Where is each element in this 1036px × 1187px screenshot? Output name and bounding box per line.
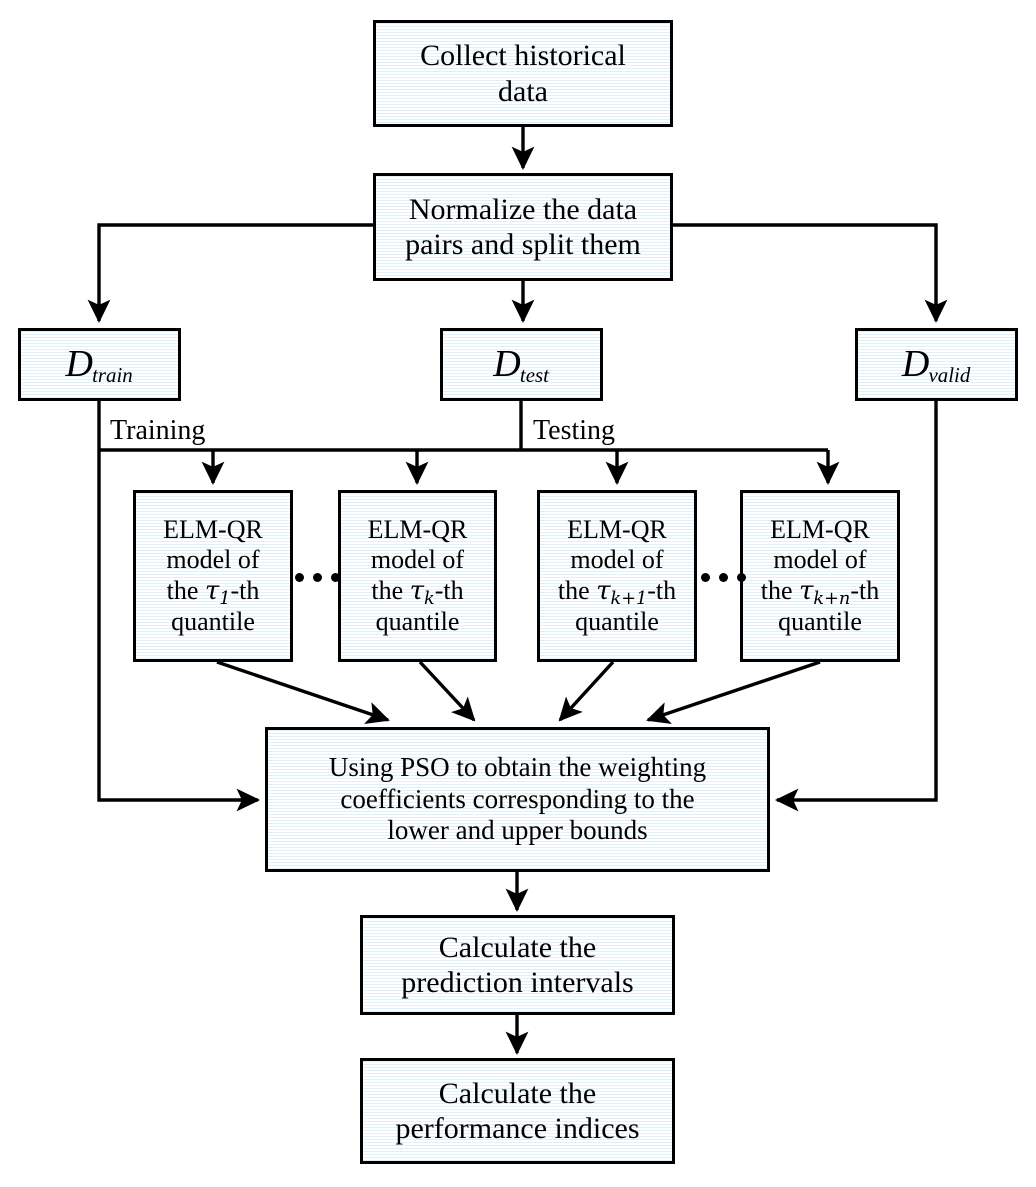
pso-line-2: coefficients corresponding to the [340,783,695,814]
d-train-subscript: train [92,363,133,388]
ellipsis-dot [313,573,322,582]
collect-line-1: Collect historical [420,39,626,73]
pso-line-3: lower and upper bounds [387,815,648,846]
elmkn-line-3-post: -th [850,576,880,605]
elmk1-tau-subscript: k+1 [610,588,648,609]
node-collect-historical-data[interactable]: Collect historical data [373,20,673,127]
ellipsis-dot [331,573,340,582]
node-d-test[interactable]: Dtest [440,328,603,401]
node-pso-weighting-coefficients[interactable]: Using PSO to obtain the weighting coeffi… [265,727,770,872]
elmk1-line-1: ELM-QR [567,514,667,544]
elmk-line-3-post: -th [434,576,464,605]
elm1-line-3-pre: the [166,576,205,605]
edge-normalize-to-dtrain [87,223,373,324]
ellipsis-dot [701,573,710,582]
elmk1-tau: τ [596,576,611,606]
normalize-line-1: Normalize the data [408,192,638,226]
indices-line-2: performance indices [395,1112,640,1145]
elm1-line-1: ELM-QR [163,514,263,544]
elmkn-tau: τ [799,576,814,606]
ellipsis-right [701,573,746,582]
node-calculate-performance-indices[interactable]: Calculate the performance indices [360,1058,675,1164]
elm1-line-2: model of [166,545,260,575]
edge-elmkn-to-pso [646,660,821,724]
elmkn-line-3-pre: the [760,576,800,605]
edge-normalize-to-dvalid [673,223,948,324]
elmkn-line-2: model of [773,545,867,575]
ellipsis-dot [719,573,728,582]
indices-line-1: Calculate the [438,1076,597,1110]
ellipsis-dot [737,573,746,582]
intervals-line-2: prediction intervals [401,966,634,999]
node-d-train[interactable]: Dtrain [18,328,181,401]
edge-elmk1-to-pso [558,660,615,722]
elmk-line-4: quantile [375,606,460,636]
elm1-line-4: quantile [171,606,255,636]
elmk1-line-3-post: -th [647,576,677,605]
elmk1-line-4: quantile [575,606,659,636]
elm1-line-3-post: -th [230,576,260,605]
elmk1-line-3-pre: the [557,576,597,605]
ellipsis-dot [295,573,304,582]
elmk-line-3-pre: the [371,576,410,605]
node-normalize-and-split[interactable]: Normalize the data pairs and split them [373,173,673,281]
edge-label-training: Training [110,415,206,446]
collect-line-2: data [498,74,548,108]
elmk-line-2: model of [370,545,465,575]
elm1-tau-subscript: 1 [219,588,231,609]
edge-label-testing: Testing [533,415,616,446]
elmk-tau: τ [409,576,425,606]
d-test-subscript: test [519,363,549,388]
node-calculate-prediction-intervals[interactable]: Calculate the prediction intervals [360,915,675,1015]
elmkn-line-4: quantile [778,606,862,636]
node-elm-qr-tau-k-plus-n[interactable]: ELM-QR model of the τk+n-th quantile [740,490,900,662]
normalize-line-2: pairs and split them [405,228,641,261]
node-elm-qr-tau-k[interactable]: ELM-QR model of the τk-th quantile [338,490,497,662]
node-elm-qr-tau-k-plus-1[interactable]: ELM-QR model of the τk+1-th quantile [537,490,697,662]
d-test-symbol: D [493,343,521,386]
elmk-tau-subscript: k [424,588,435,609]
d-valid-subscript: valid [928,363,971,388]
pso-line-1: Using PSO to obtain the weighting [328,751,707,782]
node-d-valid[interactable]: Dvalid [855,328,1018,401]
elm1-tau: τ [204,576,220,606]
elmkn-line-1: ELM-QR [770,514,870,544]
ellipsis-left [295,573,340,582]
elmk1-line-2: model of [570,545,664,575]
d-train-symbol: D [65,343,93,386]
edge-elmk-to-pso [418,660,476,722]
edge-elm1-to-pso [216,660,390,724]
elmkn-tau-subscript: k+n [813,588,851,609]
elmk-line-1: ELM-QR [367,514,468,544]
intervals-line-1: Calculate the [438,930,597,964]
node-elm-qr-tau-1[interactable]: ELM-QR model of the τ1-th quantile [133,490,293,662]
d-valid-symbol: D [901,343,930,386]
